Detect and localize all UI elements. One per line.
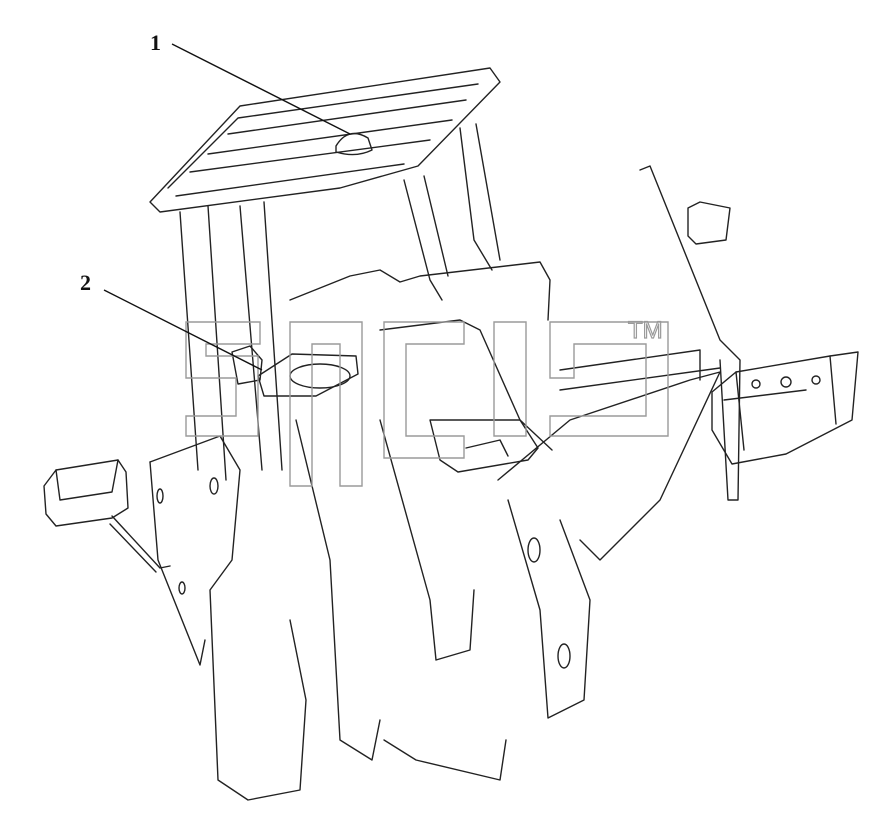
watermark-trademark: TM [628,317,663,344]
watermark: TM [185,316,669,487]
watermark-letter-4 [493,321,527,437]
left-side-plate [149,435,307,801]
callout-1: 1 [150,30,351,135]
watermark-letter-1 [185,321,261,437]
pivot-housing [231,345,359,397]
right-mounting-bracket [639,165,741,501]
right-console [497,349,721,719]
watermark-letter-5 [549,321,669,437]
callout-2: 2 [80,270,263,371]
callout-2-label: 2 [80,270,91,295]
upper-pedal-pad [149,67,501,213]
pedal-arms [179,123,501,481]
side-module-box [711,351,859,465]
callout-1-label: 1 [150,30,161,55]
watermark-letter-3 [383,321,465,459]
watermark-letter-2 [289,321,363,487]
left-pedal [43,459,171,573]
central-frame [289,261,553,781]
